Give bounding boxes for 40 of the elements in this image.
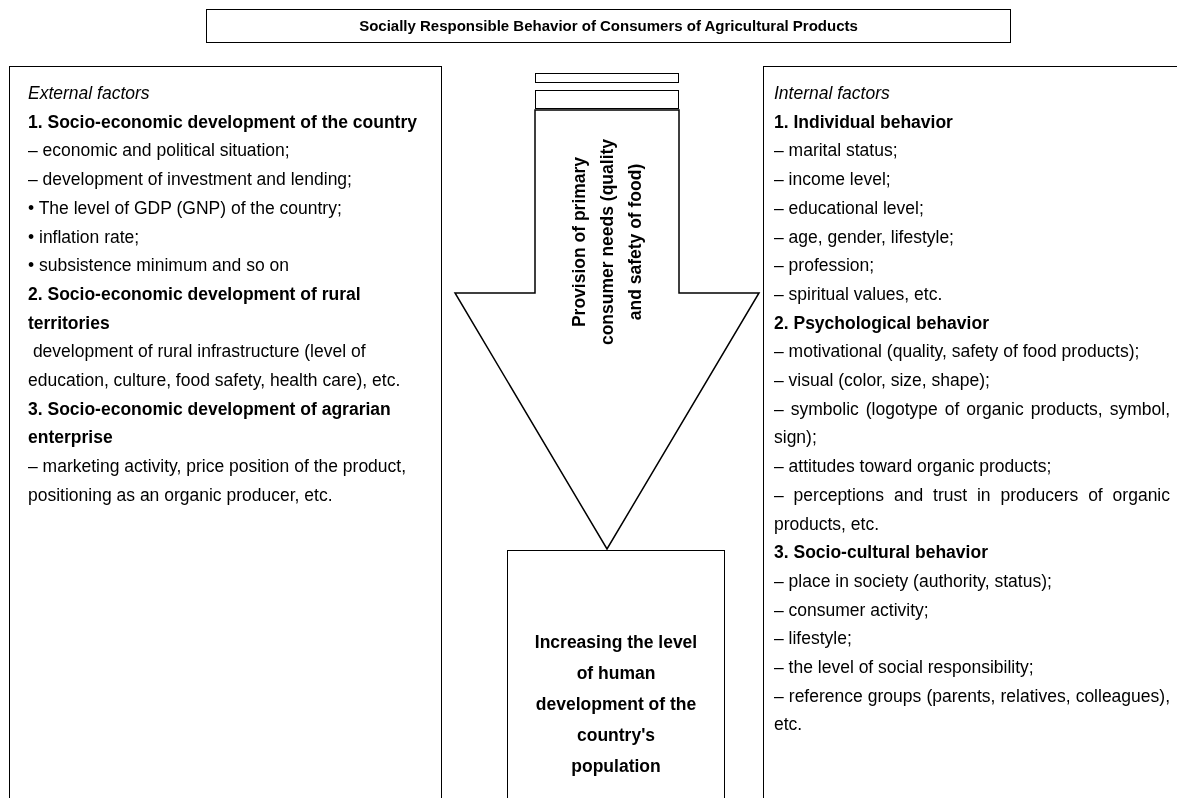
list-item: – economic and political situation; [28,139,291,163]
list-item: – marketing activity, price position of the product, positioning as an organic producer, etc. [28,455,408,507]
list-item: – profession; [774,254,876,278]
heading-text: Increasing the level of human development of the country's population [533,631,699,778]
list-item: – perceptions and trust in producers of organic products, etc. [774,483,1170,536]
list-item: • inflation rate; [28,225,141,249]
list-item: – educational level; [774,196,925,220]
block-arrow [453,109,761,551]
title-box [206,9,1011,43]
list-item: – motivational (quality, safety of food products); [774,340,1141,364]
edge-label: Provision of primary consumer needs (quality and safety of food) [568,137,646,348]
heading-text: 3. Socio-cultural behavior [774,541,989,565]
list-item: – symbolic (logotype of organic products, symbol, sign); [774,397,1170,450]
list-item: – development of investment and lending; [28,168,353,192]
heading-text: 1. Individual behavior [774,110,954,134]
heading-text: 3. Socio-economic development of agrarian enterprise [28,397,392,450]
heading-text: 2. Psychological behavior [774,311,990,335]
factor-panel [9,66,442,798]
list-item: • The level of GDP (GNP) of the country; [28,196,343,220]
list-item: – consumer activity; [774,598,930,622]
heading-text: Socially Responsible Behavior of Consumers of Agricultural Products [359,15,858,36]
list-item: – lifestyle; [774,627,853,651]
list-item: – reference groups (parents, relatives, colleagues), etc. [774,684,1170,737]
list-item: – visual (color, size, shape); [774,369,991,393]
list-item: – place in society (authority, status); [774,569,1053,593]
list-item: – marital status; [774,139,899,163]
outcome-box [507,550,725,798]
list-item: – the level of social responsibility; [774,656,1035,680]
list-item: – income level; [774,168,892,192]
heading-text: 1. Socio-economic development of the country [28,110,418,134]
factor-panel [763,66,1177,798]
list-item: – age, gender, lifestyle; [774,225,955,249]
bar-shape [535,90,679,109]
list-item: – attitudes toward organic products; [774,455,1053,479]
section-label: External factors [28,82,151,105]
list-item: – spiritual values, etc. [774,282,944,306]
section-label: Internal factors [774,82,891,105]
list-item: • subsistence minimum and so on [28,254,290,278]
bar-shape [535,73,679,83]
list-item: development of rural infrastructure (level of education, culture, food safety, health care), etc. [28,340,402,393]
